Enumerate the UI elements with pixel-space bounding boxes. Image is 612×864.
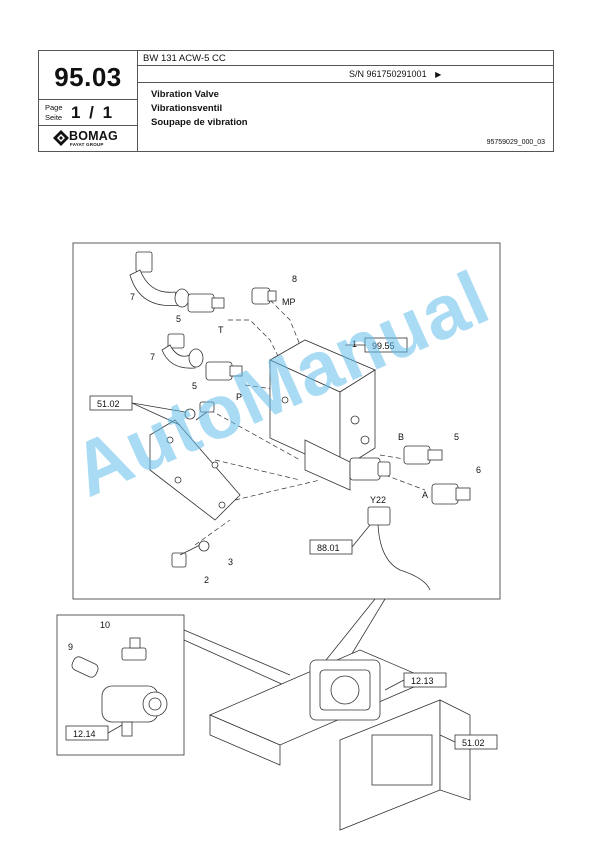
machine-model: BW 131 ACW-5 CC (143, 53, 226, 64)
elbow-fitting (129, 251, 190, 308)
ref-leader (131, 402, 181, 426)
ref-leader (439, 734, 456, 743)
part-titles: Vibration Valve Vibrationsventil Soupape… (151, 88, 248, 130)
callout-label: 8 (292, 274, 297, 284)
ref-label: 99.55 (372, 341, 395, 351)
serial-number: S/N 961750291001 ▶ (349, 69, 441, 79)
ref-label: 12.13 (411, 676, 434, 686)
ref-leader (107, 724, 123, 734)
callout-label: 5 (454, 432, 459, 442)
serial-arrow-icon: ▶ (435, 70, 442, 79)
straight-fitting (187, 293, 225, 313)
sensor-part (71, 637, 147, 678)
callout-label: 5 (176, 314, 181, 324)
header-divider (39, 99, 137, 100)
title-de: Vibrationsventil (151, 103, 223, 114)
bomag-logo: BOMAG FAYAT GROUP (53, 128, 137, 150)
document-id: 95759029_000_03 (486, 139, 545, 146)
bolt (184, 401, 215, 421)
diagram-labels: 7 7 5 5 5 6 8 1 3 2 9 10 T P MP B A Y22 … (68, 274, 485, 748)
callout-label: 7 (150, 352, 155, 362)
ref-label: 51.02 (462, 738, 485, 748)
page-label-en: Page (45, 103, 63, 112)
page-label-de: Seite (45, 113, 63, 122)
title-en: Vibration Valve (151, 89, 219, 100)
header-row-line (137, 82, 553, 83)
detail-frame (56, 614, 185, 756)
valve-block (269, 339, 391, 491)
straight-fitting (205, 361, 243, 381)
straight-fitting (431, 483, 471, 505)
port-label: Y22 (370, 495, 386, 505)
vibration-motor (101, 685, 168, 737)
ref-label: 88.01 (317, 543, 340, 553)
callout-label: 1 (352, 339, 357, 349)
parts-header: 95.03 Page Seite 1 / 1 BOMAG FAYAT GROUP… (38, 50, 554, 152)
port-label: P (236, 392, 242, 402)
section-number: 95.03 (54, 62, 122, 92)
ref-label: 12.14 (73, 729, 96, 739)
callout-label: 10 (100, 620, 110, 630)
port-label: MP (282, 297, 296, 307)
leader-line (183, 639, 296, 691)
port-label: B (398, 432, 404, 442)
callout-label: 7 (130, 292, 135, 302)
logo-subtext: FAYAT GROUP (70, 142, 104, 147)
ref-label: 51.02 (97, 399, 120, 409)
logo-text: BOMAG (69, 129, 118, 143)
solenoid-connector (367, 506, 431, 591)
header-left-panel: 95.03 Page Seite 1 / 1 BOMAG FAYAT GROUP (39, 51, 138, 151)
bomag-diamond-icon (53, 130, 69, 146)
callout-label: 5 (192, 381, 197, 391)
diagram-frame (72, 242, 501, 600)
port-label: A (422, 490, 428, 500)
ref-leader (131, 402, 186, 413)
test-plug (251, 287, 277, 305)
ref-leader (351, 524, 371, 548)
callout-label: 3 (228, 557, 233, 567)
ref-leader (384, 679, 405, 691)
bolt (171, 540, 210, 568)
header-row-line (137, 65, 553, 66)
page-labels: Page Seite (45, 103, 63, 123)
callout-label: 2 (204, 575, 209, 585)
callout-label: 9 (68, 642, 73, 652)
straight-fitting (403, 445, 443, 465)
page-count: 1 / 1 (71, 103, 115, 122)
callout-label: 6 (476, 465, 481, 475)
leader-line (183, 629, 291, 676)
serial-text: S/N 961750291001 (349, 69, 427, 79)
title-fr: Soupape de vibration (151, 117, 248, 128)
header-divider (39, 125, 137, 126)
mounting-plate (149, 419, 241, 521)
port-label: T (218, 325, 224, 335)
elbow-fitting (161, 333, 204, 369)
